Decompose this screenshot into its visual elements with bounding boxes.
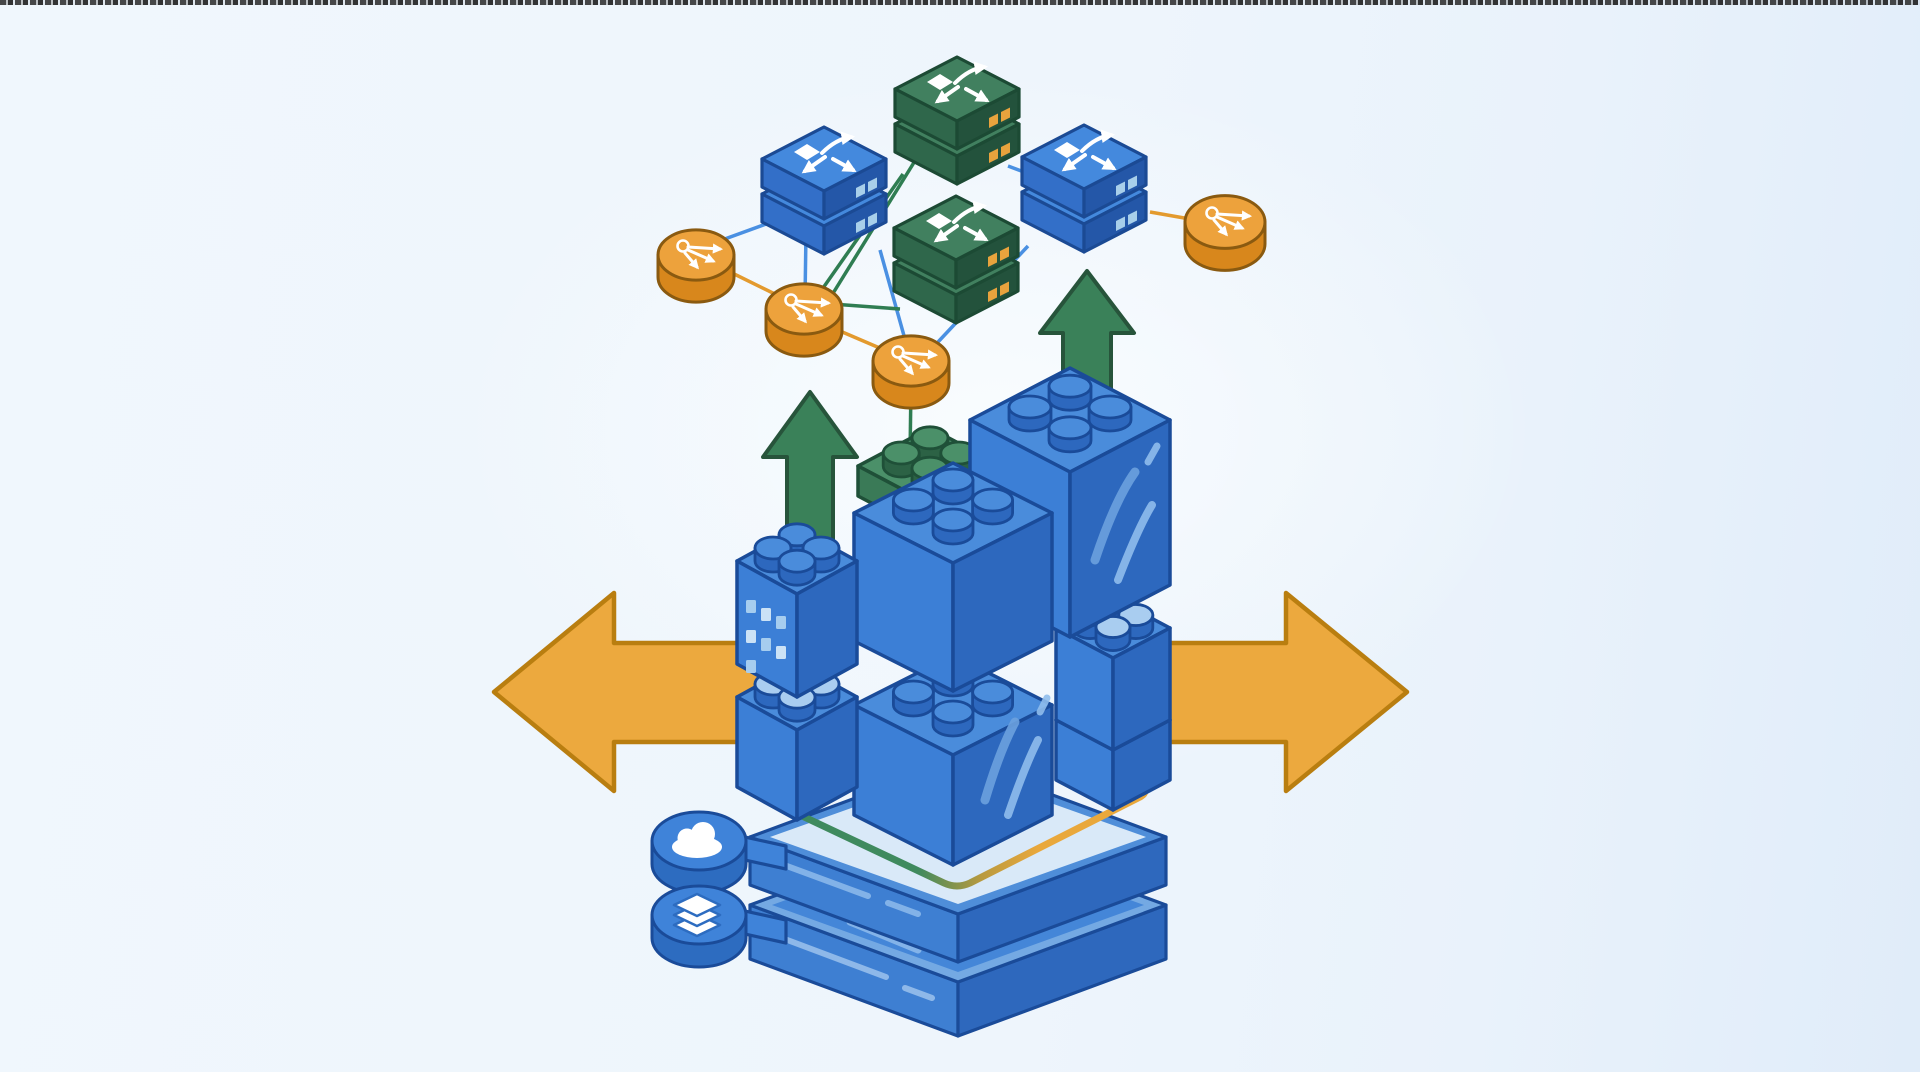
server-blue-left <box>760 125 888 256</box>
server-green-middle <box>892 194 1020 325</box>
link-server-blue-left--router-lower <box>878 249 910 351</box>
server-blue-right <box>1020 123 1148 254</box>
glass-reflection <box>980 694 1051 819</box>
link-server-blue-right--router-right <box>1149 210 1191 221</box>
traffic-route-icon <box>927 61 990 104</box>
top-noise-strip <box>0 0 1920 5</box>
cloud-icon <box>672 822 722 858</box>
router-left <box>656 228 736 304</box>
hub-arrows-icon <box>1205 206 1253 237</box>
brick-right-tall <box>968 366 1172 639</box>
server-green-top <box>893 55 1021 186</box>
cloud-badge <box>650 810 788 895</box>
traffic-route-icon <box>794 131 857 174</box>
hub-arrows-icon <box>784 293 832 324</box>
router-right <box>1183 194 1267 272</box>
brick-center-tall <box>852 461 1054 693</box>
scale-arrow-right <box>1157 590 1410 794</box>
router-lower <box>871 334 951 410</box>
hub-arrows-icon <box>676 239 724 270</box>
traffic-route-icon <box>1054 129 1117 172</box>
traffic-route-icon <box>926 200 989 243</box>
link-server-green-middle--router-middle <box>831 302 901 311</box>
layers-stack-icon <box>672 892 722 938</box>
router-middle <box>764 282 844 358</box>
brick-left-upper <box>735 522 859 699</box>
window-dots <box>746 600 786 673</box>
stack-badge <box>650 884 788 969</box>
glass-reflection <box>1090 442 1161 584</box>
hub-arrows-icon <box>891 345 939 376</box>
